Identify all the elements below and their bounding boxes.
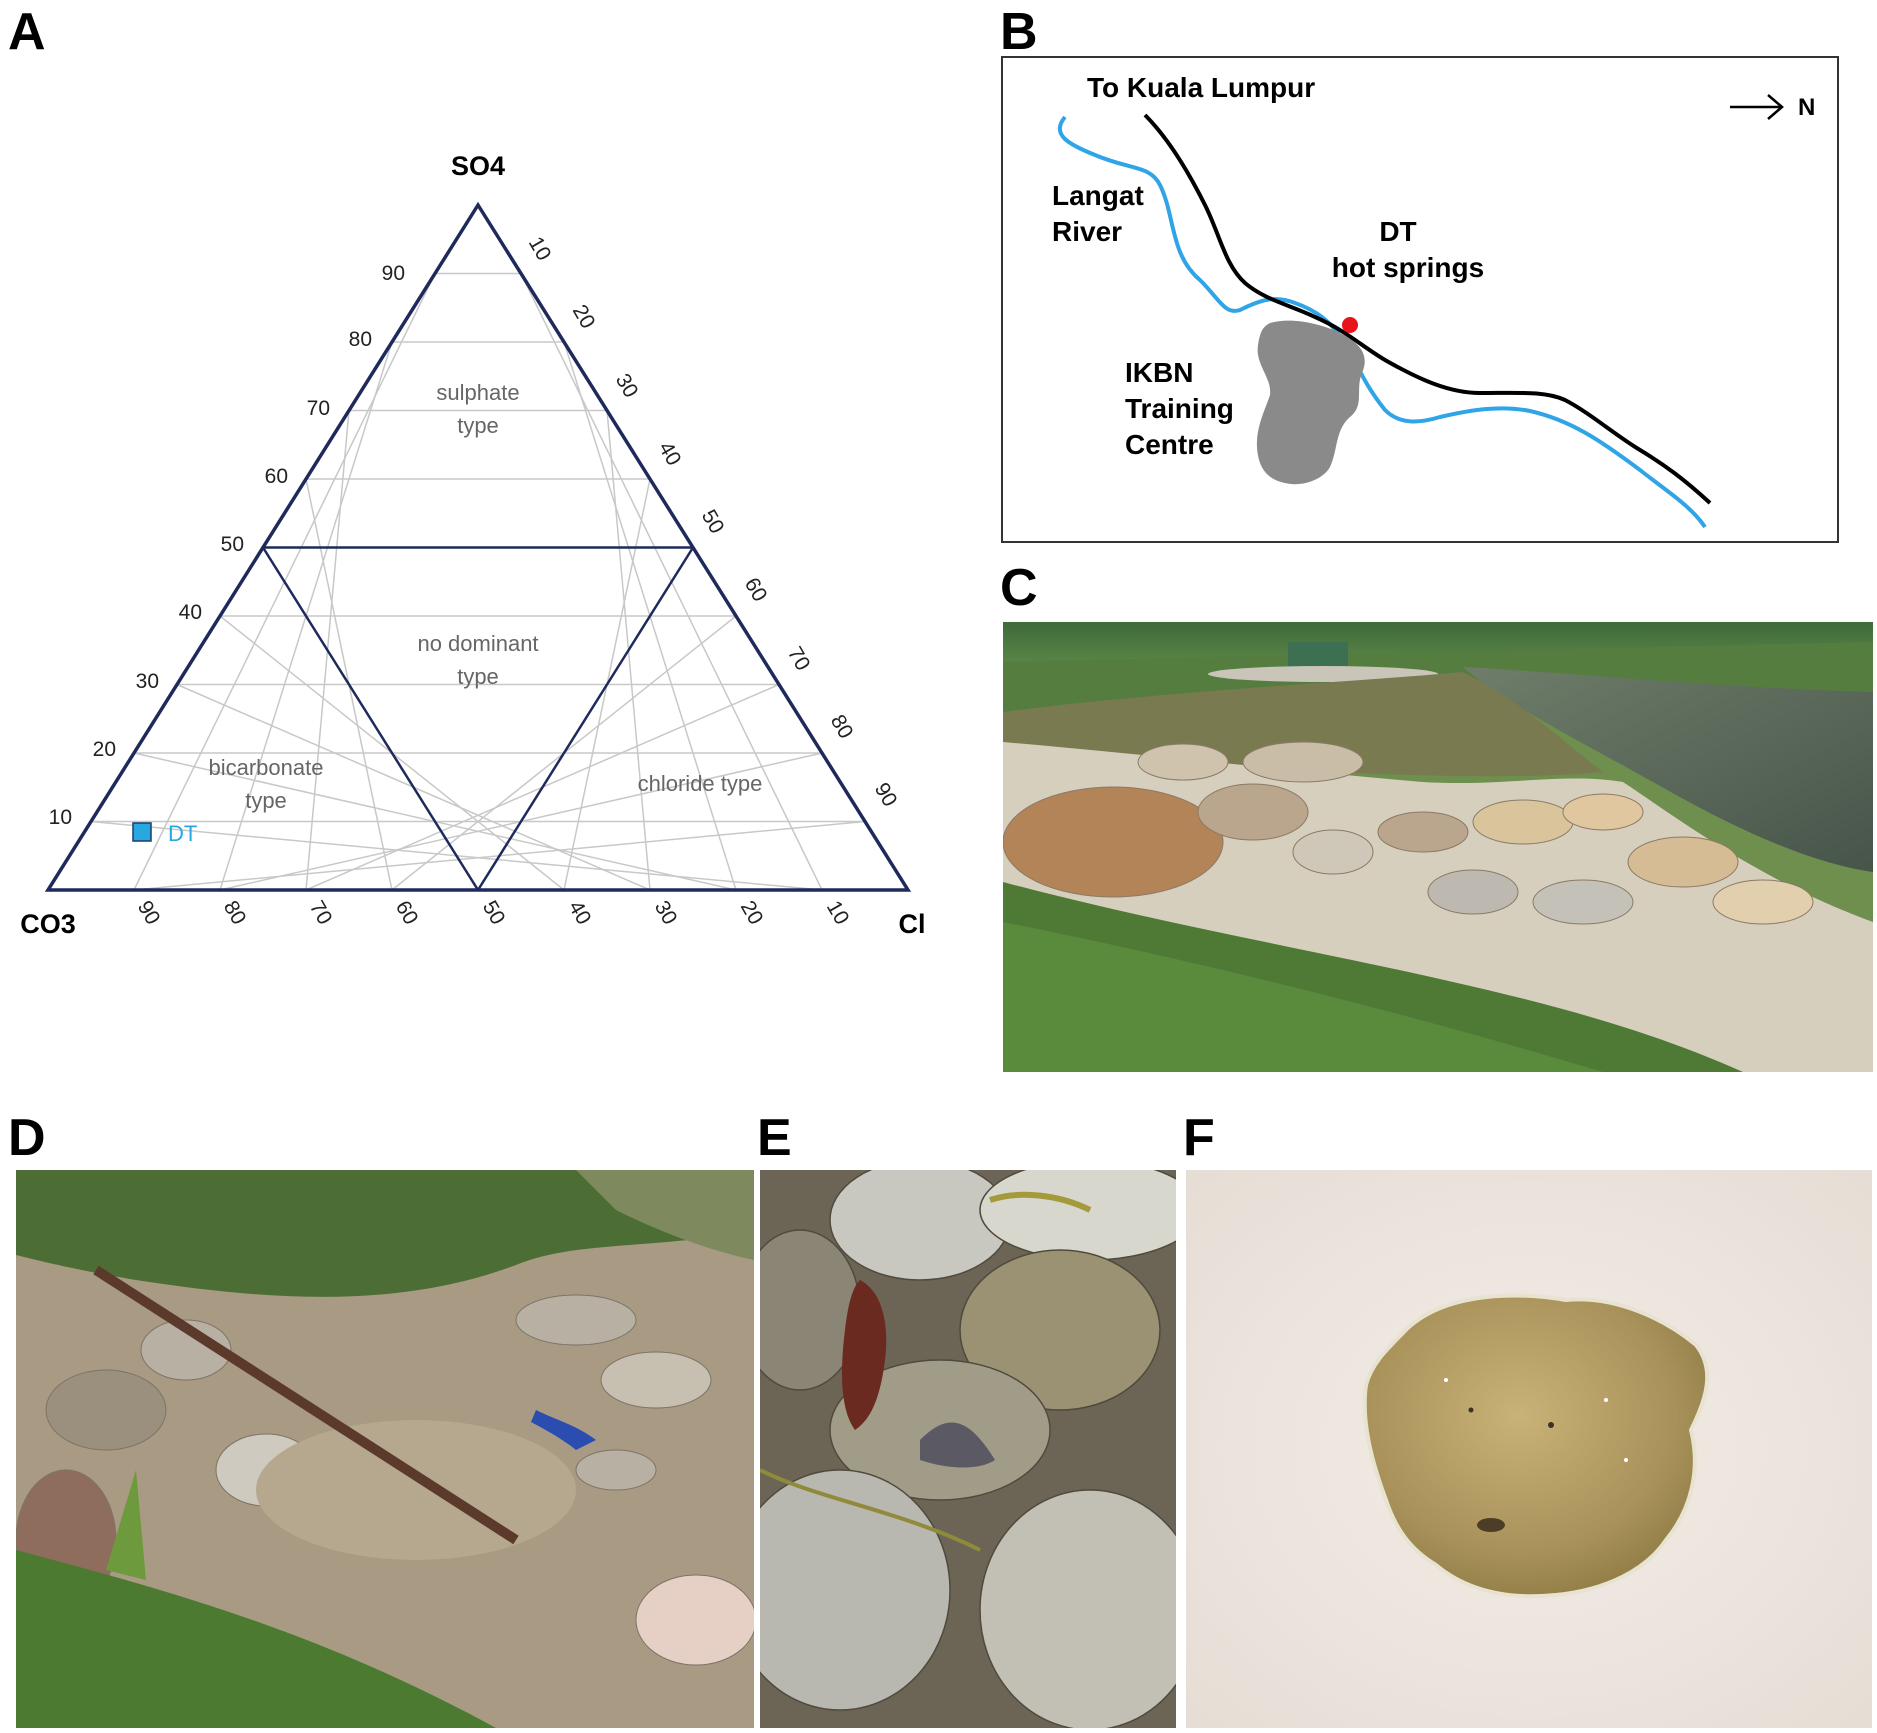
bottom-tick-20: 20 (736, 897, 768, 929)
panel-label-c: C (1000, 559, 1038, 617)
left-tick-60: 60 (265, 465, 288, 488)
right-tick-60: 60 (740, 574, 772, 606)
bottom-tick-30: 30 (650, 897, 682, 929)
region-line-50-percent-co3 (261, 546, 480, 891)
left-tick-80: 80 (349, 328, 372, 351)
photo-biomass-sample (1186, 1170, 1872, 1728)
bottom-tick-60: 60 (391, 897, 423, 929)
region-label-no-dominant-type: type (457, 664, 499, 689)
road-to-kuala-lumpur (1143, 113, 1712, 505)
site-label-line-1: DT (1379, 216, 1416, 247)
right-tick-30: 30 (611, 370, 643, 402)
left-tick-40: 40 (179, 601, 202, 624)
left-tick-90: 90 (382, 262, 405, 285)
river-label-line-1: Langat (1052, 180, 1144, 211)
region-label-bicarbonate-type: type (245, 788, 287, 813)
centre-label-line-1: IKBN (1125, 357, 1193, 388)
sample-label-dt: DT (168, 821, 197, 846)
photo-hot-spring-riverbank (1003, 622, 1873, 1072)
right-tick-50: 50 (697, 506, 729, 538)
panel-label-b: B (1000, 3, 1038, 61)
photo-sampling-site-debris (16, 1170, 754, 1728)
ternary-outline (44, 201, 912, 892)
region-labels: sulphate type no dominant type bicarbona… (209, 380, 763, 813)
apex-label-cl: Cl (899, 909, 926, 939)
panel-label-d: D (8, 1109, 46, 1167)
panel-label-e: E (757, 1109, 792, 1167)
site-map: N To Kuala Lumpur Langat River DT hot sp… (1001, 56, 1839, 543)
right-tick-90: 90 (870, 779, 902, 811)
right-tick-40: 40 (654, 438, 686, 470)
bottom-tick-10: 10 (822, 897, 854, 929)
road-label: To Kuala Lumpur (1087, 72, 1315, 103)
region-label-sulphate-type: type (457, 413, 499, 438)
right-tick-70: 70 (783, 643, 815, 675)
bottom-tick-90: 90 (133, 897, 165, 929)
centre-label-line-2: Training (1125, 393, 1234, 424)
right-tick-80: 80 (826, 711, 858, 743)
panel-label-f: F (1183, 1109, 1215, 1167)
right-axis-ticks: 10 20 30 40 50 60 70 80 90 (524, 233, 902, 811)
bottom-tick-40: 40 (564, 897, 596, 929)
apex-label-so4: SO4 (451, 151, 505, 181)
map-frame (1001, 56, 1839, 543)
region-label-sulphate: sulphate (436, 380, 519, 405)
sample-marker-dt (132, 822, 152, 842)
north-arrow: N (1730, 94, 1815, 121)
photo-microbial-mat-closeup (760, 1170, 1176, 1728)
river-label-line-2: River (1052, 216, 1122, 247)
ternary-diagram: SO4 CO3 Cl 90 80 70 60 50 40 30 20 10 10… (20, 151, 926, 939)
left-tick-30: 30 (136, 670, 159, 693)
left-axis-ticks: 90 80 70 60 50 40 30 20 10 (49, 262, 405, 829)
apex-label-co3: CO3 (20, 909, 76, 939)
bottom-axis-ticks: 90 80 70 60 50 40 30 20 10 (133, 897, 854, 929)
north-label: N (1798, 94, 1815, 121)
region-label-no-dominant: no dominant (417, 631, 538, 656)
panel-label-a: A (8, 3, 46, 61)
north-arrow-head-icon (1767, 94, 1784, 120)
left-tick-20: 20 (93, 738, 116, 761)
left-tick-10: 10 (49, 806, 72, 829)
left-tick-50: 50 (221, 533, 244, 556)
dt-hot-springs-marker (1342, 317, 1358, 333)
right-tick-20: 20 (568, 301, 600, 333)
left-tick-70: 70 (307, 397, 330, 420)
centre-label-line-3: Centre (1125, 429, 1214, 460)
ternary-region-lines (261, 546, 695, 891)
region-label-bicarbonate: bicarbonate (209, 755, 324, 780)
bottom-tick-70: 70 (305, 897, 337, 929)
region-line-50-percent-cl (476, 546, 695, 891)
region-label-chloride: chloride type (638, 771, 763, 796)
bottom-tick-80: 80 (219, 897, 251, 929)
right-tick-10: 10 (524, 233, 556, 265)
site-label-line-2: hot springs (1332, 252, 1484, 283)
bottom-tick-50: 50 (478, 897, 510, 929)
ikbn-training-centre-area (1256, 320, 1365, 485)
